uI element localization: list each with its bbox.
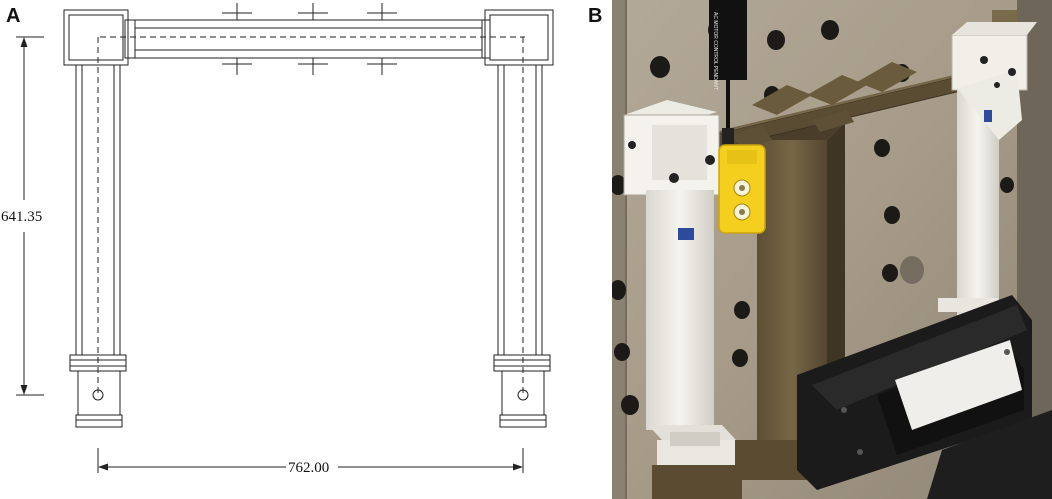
left-corner-block	[63, 9, 129, 66]
height-dimension-line	[16, 36, 44, 396]
panel-label-a: A	[6, 5, 21, 27]
photo-left-column	[623, 100, 742, 499]
width-dimension-label: 762.00	[288, 460, 329, 476]
right-column	[493, 37, 551, 395]
control-pendant: AC MOTOR CONTROL PENDANT	[709, 0, 766, 234]
right-base-pin-plate	[499, 371, 547, 428]
left-base-pin-plate	[75, 371, 123, 428]
top-beam	[100, 19, 525, 59]
frame-photograph: AC MOTOR CONTROL PENDANT	[612, 0, 1052, 499]
frame-engineering-drawing: 641.35 762.00	[1, 3, 554, 476]
black-steel-plates	[797, 295, 1052, 499]
photo-right-column	[938, 22, 1037, 318]
beam-stiffeners	[222, 3, 397, 75]
height-dimension-label: 641.35	[1, 209, 42, 225]
panel-label-b: B	[588, 5, 603, 27]
width-dimension-line	[97, 448, 524, 473]
left-column	[69, 37, 127, 395]
pendant-tag-label: AC MOTOR CONTROL PENDANT	[712, 12, 718, 90]
